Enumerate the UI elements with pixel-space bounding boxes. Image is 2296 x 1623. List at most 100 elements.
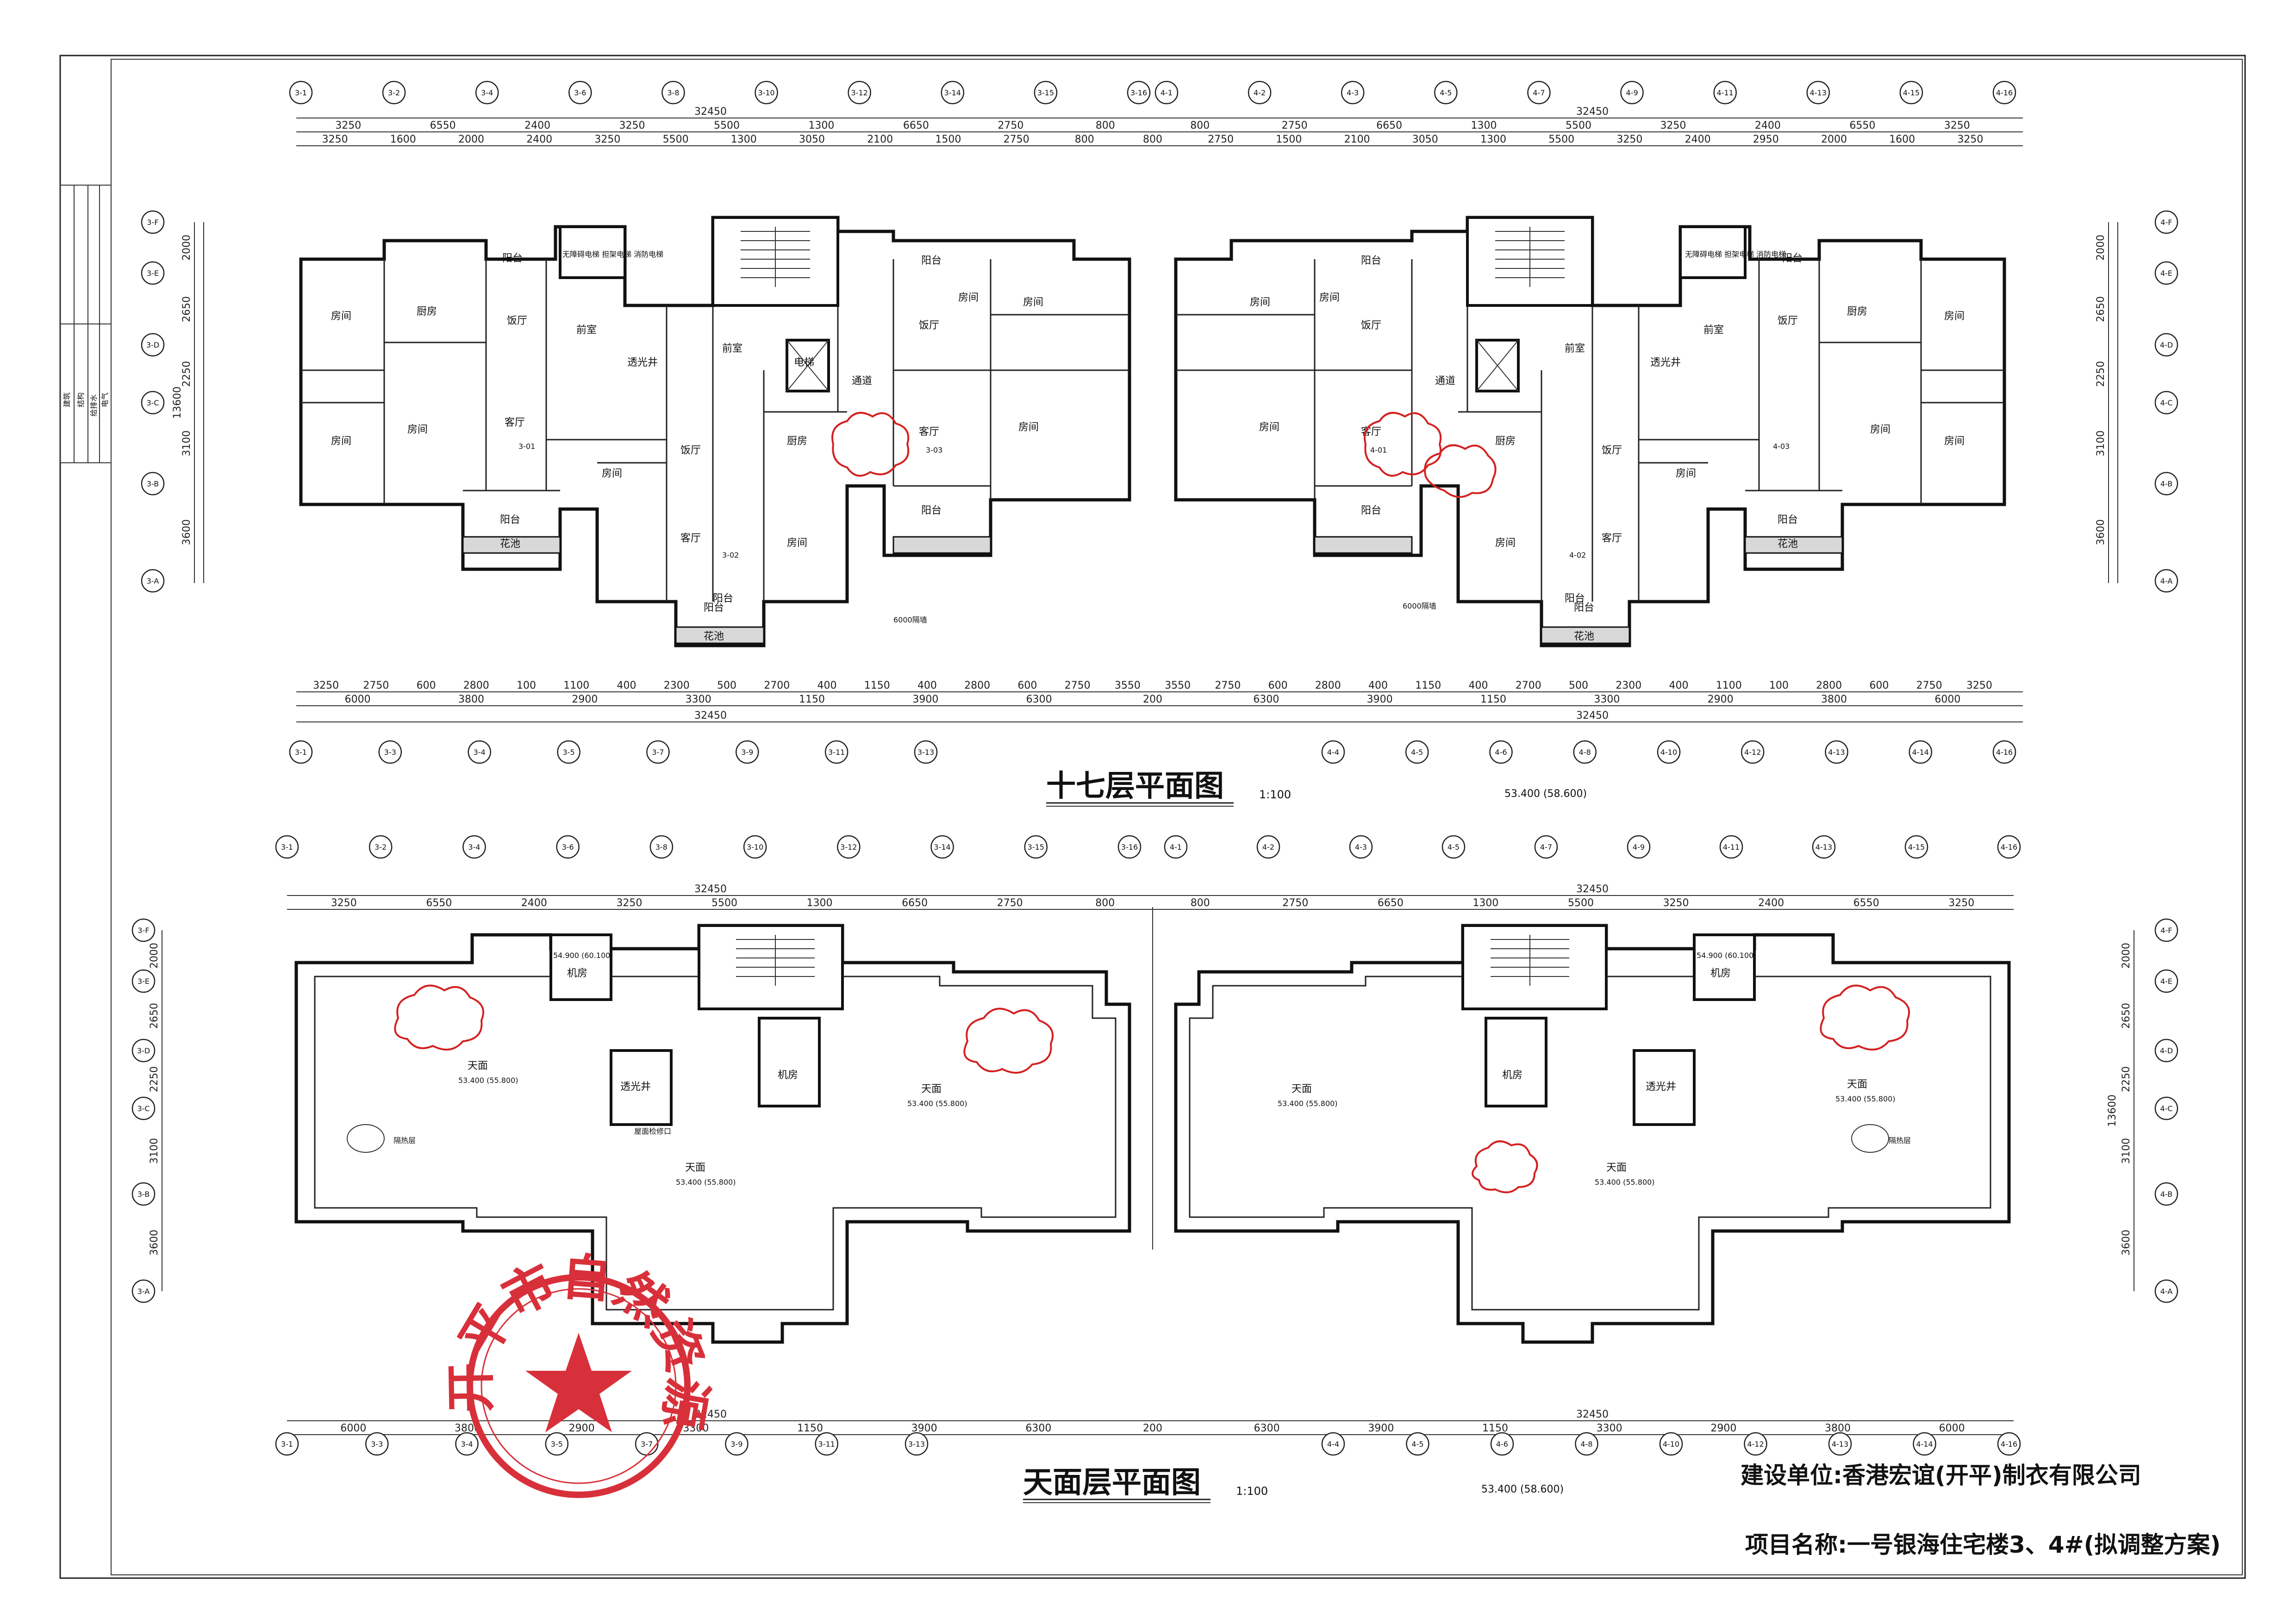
- room-label: 前室: [576, 324, 597, 336]
- axis-label-bubble: [1992, 740, 2016, 764]
- axis-label: 3-4: [474, 748, 486, 757]
- revision-cloud: [963, 1007, 1054, 1074]
- axis-row: 4-E: [2160, 269, 2172, 278]
- room-label: 通道: [1435, 375, 1455, 387]
- dim-value: 5500: [1566, 120, 1591, 131]
- axis-row: 3-C: [137, 1104, 150, 1113]
- dim-value: 800: [1095, 897, 1115, 909]
- dim-value: 2400: [521, 897, 547, 909]
- axis-label-bubble: [1744, 1432, 1767, 1456]
- room-label: 房间: [1676, 468, 1696, 479]
- room-label: 客厅: [1602, 533, 1622, 544]
- planter-left-3: [892, 536, 992, 554]
- room-label: 房间: [1018, 422, 1039, 433]
- dim-vertical: 3100: [149, 1138, 160, 1164]
- roof-elev: 53.400 (55.800): [907, 1099, 967, 1108]
- dim-value: 3250: [1948, 897, 1974, 909]
- dim-value: 1600: [1889, 134, 1915, 145]
- lift-shaft-right: [1679, 225, 1747, 279]
- dim-value: 500: [717, 680, 736, 691]
- room-label: 厨房: [417, 306, 437, 317]
- axis-label: 3-2: [388, 88, 400, 97]
- dim-value: 3550: [1165, 680, 1191, 691]
- axis-row-bubble: [2154, 1182, 2178, 1206]
- elevation-roof: 53.400 (58.600): [1481, 1484, 1564, 1495]
- axis-label: 3-9: [730, 1440, 742, 1449]
- axis-label-bubble: [1034, 81, 1058, 105]
- room-label: 房间: [1944, 311, 1965, 322]
- light-well-left: [610, 1049, 673, 1126]
- axis-label: 3-11: [818, 1440, 835, 1449]
- dim-vertical: 2250: [149, 1066, 160, 1092]
- room-label: 饭厅: [1778, 315, 1798, 327]
- dim-value: 2400: [1685, 134, 1711, 145]
- room-label: 客厅: [680, 533, 701, 544]
- axis-row: 4-B: [2160, 1190, 2172, 1199]
- dim-value: 1150: [799, 694, 825, 705]
- dim-vertical: 3100: [2095, 430, 2107, 456]
- room-label: 阳台: [1574, 602, 1594, 614]
- dim-value: 2900: [572, 694, 598, 705]
- dim-value: 2700: [764, 680, 790, 691]
- room-label: 花池: [1778, 538, 1798, 550]
- axis-label-bubble: [1741, 740, 1765, 764]
- owner-label: 建设单位:香港宏谊(开平)制衣有限公司: [1741, 1462, 2141, 1489]
- room-label: 花池: [704, 631, 724, 642]
- axis-row-bubble: [2154, 1279, 2178, 1303]
- elevation-17f: 53.400 (58.600): [1504, 788, 1587, 800]
- planter-left-2: [675, 626, 765, 644]
- axis-row-bubble: [2154, 391, 2178, 415]
- axis-row: 3-D: [137, 1046, 150, 1055]
- axis-label: 3-3: [371, 1440, 383, 1449]
- axis-row: 3-A: [147, 577, 159, 585]
- dim-total: 32450: [694, 106, 727, 118]
- axis-label: 4-13: [1810, 88, 1827, 97]
- axis-label: 3-1: [295, 748, 307, 757]
- room-label: 透光井: [1650, 357, 1681, 368]
- dim-vertical: 2000: [2095, 235, 2107, 261]
- dim-value: 100: [1769, 680, 1789, 691]
- room-label: 房间: [407, 424, 428, 435]
- axis-label-bubble: [649, 835, 674, 859]
- axis-label: 3-12: [851, 88, 868, 97]
- dim-value: 6550: [1849, 120, 1875, 131]
- dim-value: 3300: [1594, 694, 1620, 705]
- axis-row: 3-C: [146, 398, 159, 407]
- dim-value: 1300: [1472, 897, 1498, 909]
- axis-label: 3-9: [741, 748, 753, 757]
- axis-row: 4-A: [2160, 577, 2173, 585]
- axis-label-bubble: [1575, 1432, 1598, 1456]
- dim-value: 6650: [1378, 897, 1404, 909]
- unit-code: 3-02: [722, 551, 739, 560]
- dim-value: 400: [1469, 680, 1488, 691]
- dim-value: 3250: [616, 897, 642, 909]
- dim-value: 2900: [569, 1423, 595, 1434]
- axis-row: 4-D: [2160, 1046, 2173, 1055]
- axis-label-bubble: [1434, 81, 1458, 105]
- room-label: 阳台: [1778, 514, 1798, 526]
- axis-label: 3-1: [295, 88, 307, 97]
- unit-code: 4-01: [1370, 446, 1387, 454]
- machine-room-left-2: [758, 1017, 821, 1107]
- axis-label: 4-11: [1723, 843, 1740, 852]
- axis-label-bubble: [1657, 740, 1681, 764]
- axis-label: 4-14: [1912, 748, 1929, 757]
- roof-surface-label: 天面: [468, 1060, 488, 1072]
- dim-value: 3900: [1368, 1423, 1394, 1434]
- room-label: 房间: [1870, 424, 1890, 435]
- axis-label-bubble: [1534, 835, 1558, 859]
- dim-value: 3250: [1616, 134, 1642, 145]
- dim-value: 1300: [807, 897, 833, 909]
- axis-label: 4-10: [1660, 748, 1677, 757]
- axis-label: 4-10: [1663, 1440, 1679, 1449]
- axis-label: 3-16: [1130, 88, 1147, 97]
- roof-lightwell-label: 透光井: [1646, 1081, 1676, 1093]
- axis-label: 4-15: [1903, 88, 1920, 97]
- axis-row-bubble: [2154, 1038, 2178, 1063]
- room-label: 客厅: [505, 417, 525, 429]
- axis-label: 3-14: [944, 88, 961, 97]
- dim-value: 2300: [664, 680, 690, 691]
- axis-row-bubble: [131, 1038, 156, 1063]
- axis-label-bubble: [1659, 1432, 1683, 1456]
- plan-scale-17f: 1:100: [1259, 788, 1291, 801]
